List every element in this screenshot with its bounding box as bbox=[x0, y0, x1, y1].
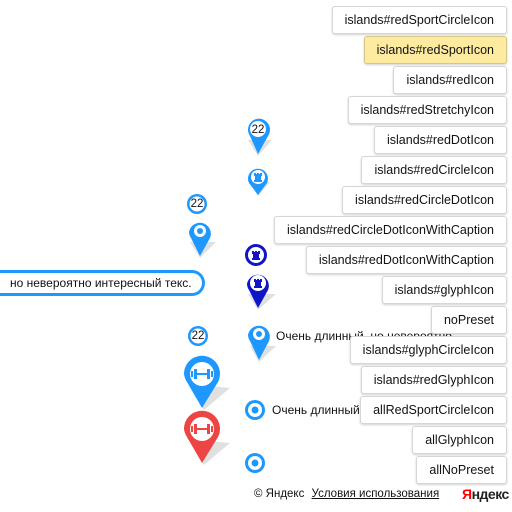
rook-icon bbox=[254, 279, 262, 288]
button-no-preset[interactable]: noPreset bbox=[430, 306, 507, 334]
balloon-text: но невероятно интересный текс. bbox=[10, 276, 192, 290]
rook-glyph-pin-marker[interactable] bbox=[244, 270, 280, 312]
marker-count-label: 22 bbox=[251, 124, 265, 136]
button-islands-red-dot-icon[interactable]: islands#redDotIcon bbox=[373, 126, 507, 154]
rook-icon bbox=[252, 251, 260, 260]
yandex-logo[interactable]: Яндекс bbox=[462, 486, 509, 502]
button-islands-red-circle-icon[interactable]: islands#redCircleIcon bbox=[361, 156, 507, 184]
button-islands-red-icon[interactable]: islands#redIcon bbox=[393, 66, 507, 94]
button-islands-red-glyph-icon[interactable]: islands#redGlyphIcon bbox=[360, 366, 507, 394]
red-sport-pin-marker[interactable] bbox=[182, 409, 234, 467]
yandex-logo-letter: Я bbox=[462, 486, 472, 502]
button-islands-red-dot-icon-with-caption[interactable]: islands#redDotIconWithCaption bbox=[305, 246, 507, 274]
dot-pin-marker[interactable] bbox=[246, 322, 280, 364]
dumbbell-icon bbox=[191, 369, 213, 379]
stretchy-marker-balloon[interactable]: но невероятно интересный текс. bbox=[0, 270, 205, 296]
button-islands-red-sport-circle-icon[interactable]: islands#redSportCircleIcon bbox=[331, 6, 507, 34]
rook-glyph-pin-marker[interactable] bbox=[246, 166, 276, 198]
circle-dot-marker[interactable] bbox=[244, 399, 268, 423]
count-circle-marker[interactable] bbox=[187, 325, 211, 349]
count-pin-marker[interactable] bbox=[244, 116, 276, 158]
dot-pin-marker[interactable] bbox=[186, 218, 220, 260]
circle-dot-marker[interactable] bbox=[244, 452, 268, 476]
button-islands-red-circle-dot-icon-with-caption[interactable]: islands#redCircleDotIconWithCaption bbox=[273, 216, 507, 244]
button-all-red-sport-circle-icon[interactable]: allRedSportCircleIcon bbox=[360, 396, 507, 424]
dumbbell-icon bbox=[191, 424, 213, 434]
count-circle-marker[interactable] bbox=[186, 193, 210, 217]
button-islands-red-stretchy-icon[interactable]: islands#redStretchyIcon bbox=[347, 96, 507, 124]
button-all-glyph-icon[interactable]: allGlyphIcon bbox=[412, 426, 507, 454]
marker-count-label: 22 bbox=[190, 198, 204, 210]
copyright-text: © Яндекс bbox=[254, 488, 305, 500]
rook-glyph-circle-marker[interactable] bbox=[244, 243, 270, 269]
button-islands-red-sport-icon[interactable]: islands#redSportIcon bbox=[363, 36, 507, 64]
marker-count-label: 22 bbox=[191, 330, 205, 342]
yandex-logo-rest: ндекс bbox=[471, 486, 510, 502]
button-islands-red-circle-dot-icon[interactable]: islands#redCircleDotIcon bbox=[342, 186, 507, 214]
button-islands-glyph-icon[interactable]: islands#glyphIcon bbox=[381, 276, 507, 304]
sport-pin-marker[interactable] bbox=[182, 354, 234, 412]
rook-icon bbox=[254, 173, 262, 182]
button-islands-glyph-circle-icon[interactable]: islands#glyphCircleIcon bbox=[349, 336, 507, 364]
button-all-no-preset[interactable]: allNoPreset bbox=[416, 456, 507, 484]
terms-of-use-link[interactable]: Условия использования bbox=[311, 488, 440, 500]
marker-caption: Очень длинный bbox=[272, 403, 360, 417]
map-copyright: © Яндекс Условия использования bbox=[254, 488, 439, 500]
